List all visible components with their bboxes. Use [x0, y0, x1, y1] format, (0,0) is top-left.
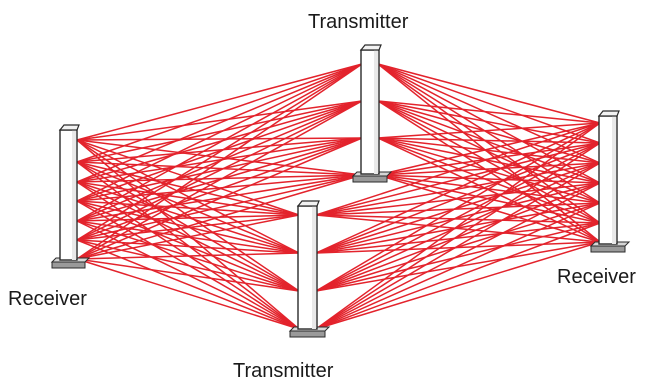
beam-line — [315, 122, 601, 330]
beam-line — [377, 174, 601, 184]
beam-line — [377, 100, 601, 124]
beam-line — [315, 182, 601, 216]
beam-line — [315, 182, 601, 292]
beam-line — [377, 63, 601, 184]
post-shade — [312, 206, 316, 329]
beam-line — [315, 202, 601, 292]
beam-line — [76, 63, 363, 183]
post-cap — [296, 200, 320, 207]
receiver-post-left — [50, 124, 91, 269]
beam-line — [76, 100, 363, 183]
beam-line — [76, 181, 300, 292]
beam-line — [76, 63, 363, 202]
beam-line — [377, 63, 601, 124]
beam-line — [76, 137, 363, 202]
beam-line — [76, 239, 300, 330]
beam-line — [76, 181, 300, 330]
beam-line — [315, 162, 601, 216]
beam-line — [315, 162, 601, 330]
beam-line — [315, 122, 601, 292]
post-base — [590, 245, 626, 253]
beam-line — [76, 161, 300, 292]
label-top-transmitter: Transmitter — [308, 11, 409, 33]
beam-line — [315, 162, 601, 292]
beam-line — [76, 181, 300, 254]
beam-line — [377, 100, 601, 144]
beam-line — [377, 122, 601, 139]
beam-line — [76, 181, 300, 216]
post-cap — [58, 124, 80, 131]
sensor-posts — [50, 44, 631, 338]
beam-line — [76, 139, 300, 292]
beam-line — [76, 139, 300, 216]
beam-line — [315, 202, 601, 330]
beam-line — [315, 222, 601, 254]
post-cap — [597, 110, 620, 117]
receiver-post-right — [589, 110, 631, 253]
beam-line — [315, 182, 601, 330]
beam-line — [76, 100, 363, 222]
beam-line — [315, 222, 601, 292]
post-shade — [612, 116, 616, 244]
beam-line — [76, 137, 363, 222]
post-shade — [72, 130, 76, 260]
label-left-receiver: Receiver — [8, 288, 87, 310]
beam-line — [315, 182, 601, 254]
beam-line — [377, 137, 601, 144]
beam-line — [76, 258, 300, 330]
beam-line — [76, 137, 363, 241]
beam-line — [315, 142, 601, 292]
beam-line — [315, 222, 601, 330]
beam-line — [377, 63, 601, 144]
post-base — [289, 330, 326, 338]
beam-line — [76, 161, 300, 330]
beam-line — [76, 139, 300, 254]
beam-line — [315, 142, 601, 330]
transmitter-post-top — [351, 44, 393, 183]
beam-line — [76, 100, 363, 241]
beam-line — [377, 162, 601, 176]
beam-line — [76, 137, 363, 183]
transmitter-post-bottom — [288, 200, 331, 338]
beam-line — [377, 137, 601, 243]
beam-line — [377, 137, 601, 164]
beam-line — [76, 100, 363, 163]
beam-line — [377, 63, 601, 243]
beam-line — [76, 137, 363, 141]
beam-line — [377, 174, 601, 243]
beam-line — [76, 220, 300, 330]
post-base — [51, 261, 86, 269]
post-base — [352, 175, 388, 183]
beam-line — [76, 63, 363, 141]
beam-line — [377, 122, 601, 176]
beam-line — [315, 122, 601, 254]
post-cap — [359, 44, 382, 51]
beam-line — [315, 122, 601, 216]
beam-line — [76, 139, 363, 176]
beam-line — [76, 63, 363, 222]
beam-line — [315, 142, 601, 254]
beam-line — [377, 63, 601, 164]
beam-line — [76, 100, 363, 202]
beam-line — [76, 100, 363, 141]
label-bottom-transmitter: Transmitter — [233, 360, 334, 382]
beam-line — [315, 241, 601, 330]
beam-lines — [76, 63, 601, 330]
beam-line — [76, 139, 300, 330]
post-shade — [374, 50, 378, 174]
beam-line — [76, 137, 363, 163]
beam-line — [315, 202, 601, 216]
beam-line — [76, 63, 363, 241]
beam-line — [315, 142, 601, 216]
beam-line — [76, 200, 300, 330]
beam-line — [315, 202, 601, 254]
beam-line — [315, 162, 601, 254]
beam-line — [76, 161, 300, 254]
label-right-receiver: Receiver — [557, 266, 636, 288]
beam-line — [315, 214, 601, 224]
beam-line — [377, 100, 601, 204]
